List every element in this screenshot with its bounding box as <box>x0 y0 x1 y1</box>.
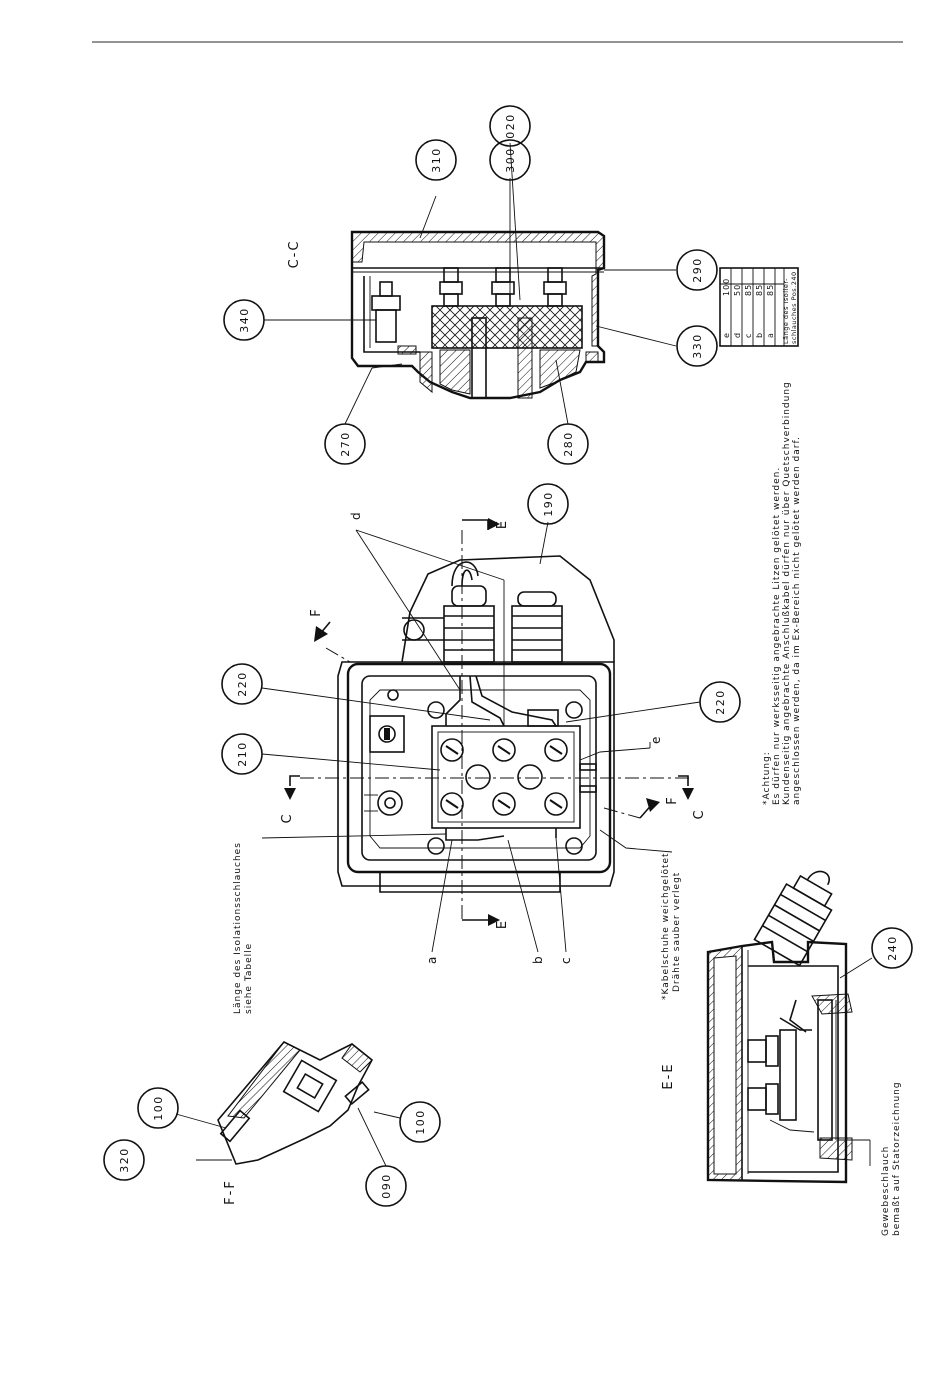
note-kabel-1: *Kabelschuhe weichgelötet <box>661 852 671 1000</box>
table-val-c: 85 <box>744 284 753 296</box>
table-key-a: a <box>766 332 775 338</box>
achtung-line-3: angeschlossen werden, da im Ex-Bereich n… <box>792 436 802 805</box>
callout-240: 240 <box>886 935 899 961</box>
marker-c-right: C <box>692 808 707 819</box>
note-gewebe-1: Gewebeschlauch <box>881 1146 891 1236</box>
callout-290: 290 <box>691 257 704 283</box>
main-callouts: 190 220 210 220 d e a b c <box>221 483 741 964</box>
callout-210: 210 <box>236 741 249 767</box>
section-label-ee: E-E <box>661 1062 676 1089</box>
section-markers: C C E E F F <box>280 518 707 929</box>
callout-300: 300 <box>504 147 517 173</box>
section-ee-view <box>706 870 873 1184</box>
table-key-c: c <box>744 333 753 338</box>
callout-020: 020 <box>504 113 517 139</box>
table-key-b: b <box>755 332 764 338</box>
callout-100-right: 100 <box>414 1109 427 1135</box>
main-top-view <box>300 530 690 920</box>
cc-callouts: 310 300 020 290 340 330 270 280 C-C <box>223 105 718 465</box>
callout-280: 280 <box>562 431 575 457</box>
marker-f-top: F <box>309 607 324 616</box>
callout-090: 090 <box>380 1173 393 1199</box>
letter-b: b <box>531 955 545 964</box>
marker-f-bottom: F <box>665 795 680 804</box>
callout-270: 270 <box>339 431 352 457</box>
note-laenge-1: Länge des Isolationsschlauches <box>233 842 243 1014</box>
achtung-title: *Achtung: <box>762 751 772 805</box>
achtung-note: *Achtung: Es dürfen nur werksseitig ange… <box>762 381 802 805</box>
ee-callouts: 240 E-E Gewebeschlauch bemaßt auf Stator… <box>661 927 913 1236</box>
callout-320: 320 <box>118 1147 131 1173</box>
letter-c: c <box>559 956 573 964</box>
marker-e-top: E <box>495 519 510 529</box>
note-gewebe-2: bemaßt auf Statorzeichnung <box>892 1081 902 1236</box>
length-table: e 100 d 50 c 85 b 85 a 85 Länge des Isol… <box>719 267 799 347</box>
callout-220-left: 220 <box>236 671 249 697</box>
table-val-d: 50 <box>733 284 742 296</box>
note-laenge-2: siehe Tabelle <box>244 943 254 1014</box>
main-notes: Länge des Isolationsschlauches siehe Tab… <box>233 842 682 1014</box>
table-footer-2: schlauches Pos.240 <box>790 271 798 344</box>
section-cc-view <box>350 230 606 400</box>
section-ff-view <box>175 1041 401 1167</box>
note-kabel-2: Drähte sauber verlegt <box>672 872 682 992</box>
callout-340: 340 <box>238 307 251 333</box>
marker-e-bottom: E <box>495 919 510 929</box>
table-footer-1: Länge des Isolier- <box>782 278 790 344</box>
callout-100-left: 100 <box>152 1095 165 1121</box>
callout-330: 330 <box>691 333 704 359</box>
letter-a: a <box>425 955 439 964</box>
table-val-e: 100 <box>722 278 731 296</box>
callout-310: 310 <box>430 147 443 173</box>
letter-d: d <box>349 511 363 520</box>
achtung-line-2: Kundenseitig angebrachte Anschlußkabel d… <box>782 381 792 805</box>
section-label-cc: C-C <box>287 240 302 269</box>
table-key-d: d <box>733 332 742 338</box>
ff-callouts: 100 320 100 090 F-F <box>103 1087 441 1207</box>
table-val-b: 85 <box>755 284 764 296</box>
table-val-a: 85 <box>766 284 775 296</box>
marker-c-left: C <box>280 812 295 823</box>
section-label-ff: F-F <box>223 1179 238 1205</box>
callout-190: 190 <box>542 491 555 517</box>
callout-220-right: 220 <box>714 689 727 715</box>
letter-e: e <box>649 735 663 744</box>
achtung-line-1: Es dürfen nur werksseitig angebrachte Li… <box>772 467 782 805</box>
table-key-e: e <box>722 332 731 338</box>
